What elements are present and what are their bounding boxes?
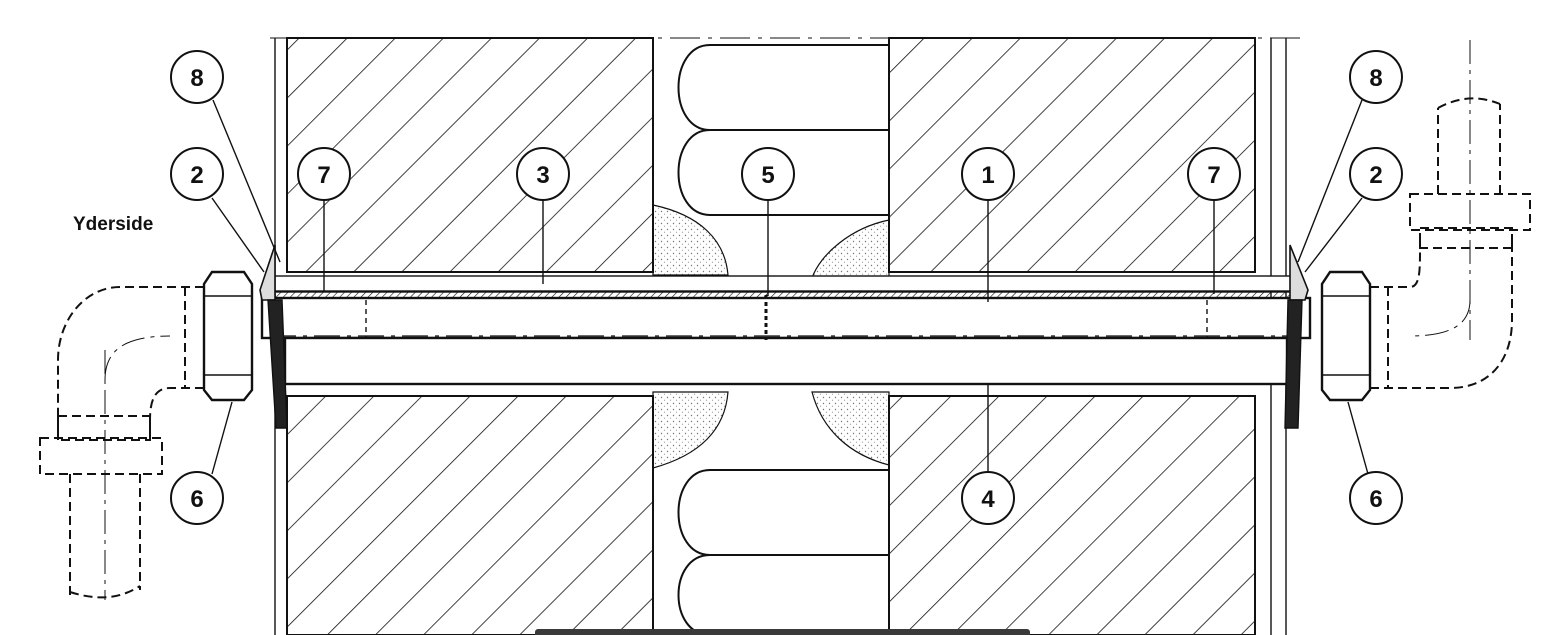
external-pipe-right	[1370, 40, 1531, 389]
callout-7-right: 7	[1187, 147, 1241, 201]
svg-text:6: 6	[190, 486, 203, 513]
callout-1: 1	[961, 147, 1015, 201]
external-pipe-left	[39, 286, 204, 600]
callout-4: 4	[961, 471, 1015, 525]
bottom-scroll-bar[interactable]	[535, 629, 1030, 635]
callout-6-left: 6	[170, 471, 224, 525]
svg-text:7: 7	[317, 162, 330, 189]
svg-text:2: 2	[1369, 162, 1382, 189]
svg-text:4: 4	[981, 486, 995, 513]
nut-right	[1320, 270, 1372, 402]
serpentine-tube	[677, 44, 889, 635]
wall-left-lower	[286, 395, 654, 635]
callout-6-right: 6	[1349, 471, 1403, 525]
cavity-insulation	[652, 204, 890, 469]
leader-lines	[211, 99, 1369, 475]
outside-label: Yderside	[73, 214, 154, 235]
svg-text:8: 8	[1369, 65, 1382, 92]
main-pipe	[260, 295, 1312, 386]
wall-plate-right	[1284, 244, 1309, 429]
svg-text:2: 2	[190, 162, 203, 189]
callout-8-left: 8	[170, 50, 224, 104]
callout-2-left: 2	[170, 147, 224, 201]
svg-text:7: 7	[1207, 162, 1220, 189]
callout-8-right: 8	[1349, 50, 1403, 104]
callout-7-left: 7	[297, 147, 351, 201]
sleeve	[274, 275, 1296, 293]
svg-text:1: 1	[981, 162, 994, 189]
svg-text:5: 5	[761, 162, 774, 189]
svg-text:3: 3	[536, 162, 549, 189]
callout-3: 3	[516, 147, 570, 201]
svg-text:6: 6	[1369, 486, 1382, 513]
wall-right-upper	[888, 37, 1256, 273]
callout-2-right: 2	[1349, 147, 1403, 201]
callout-5: 5	[741, 147, 795, 201]
svg-text:8: 8	[190, 65, 203, 92]
wall-right-lower	[888, 395, 1256, 635]
wall-plate-left	[259, 244, 288, 429]
nut-left	[202, 270, 254, 402]
wall-left-upper	[286, 37, 654, 273]
